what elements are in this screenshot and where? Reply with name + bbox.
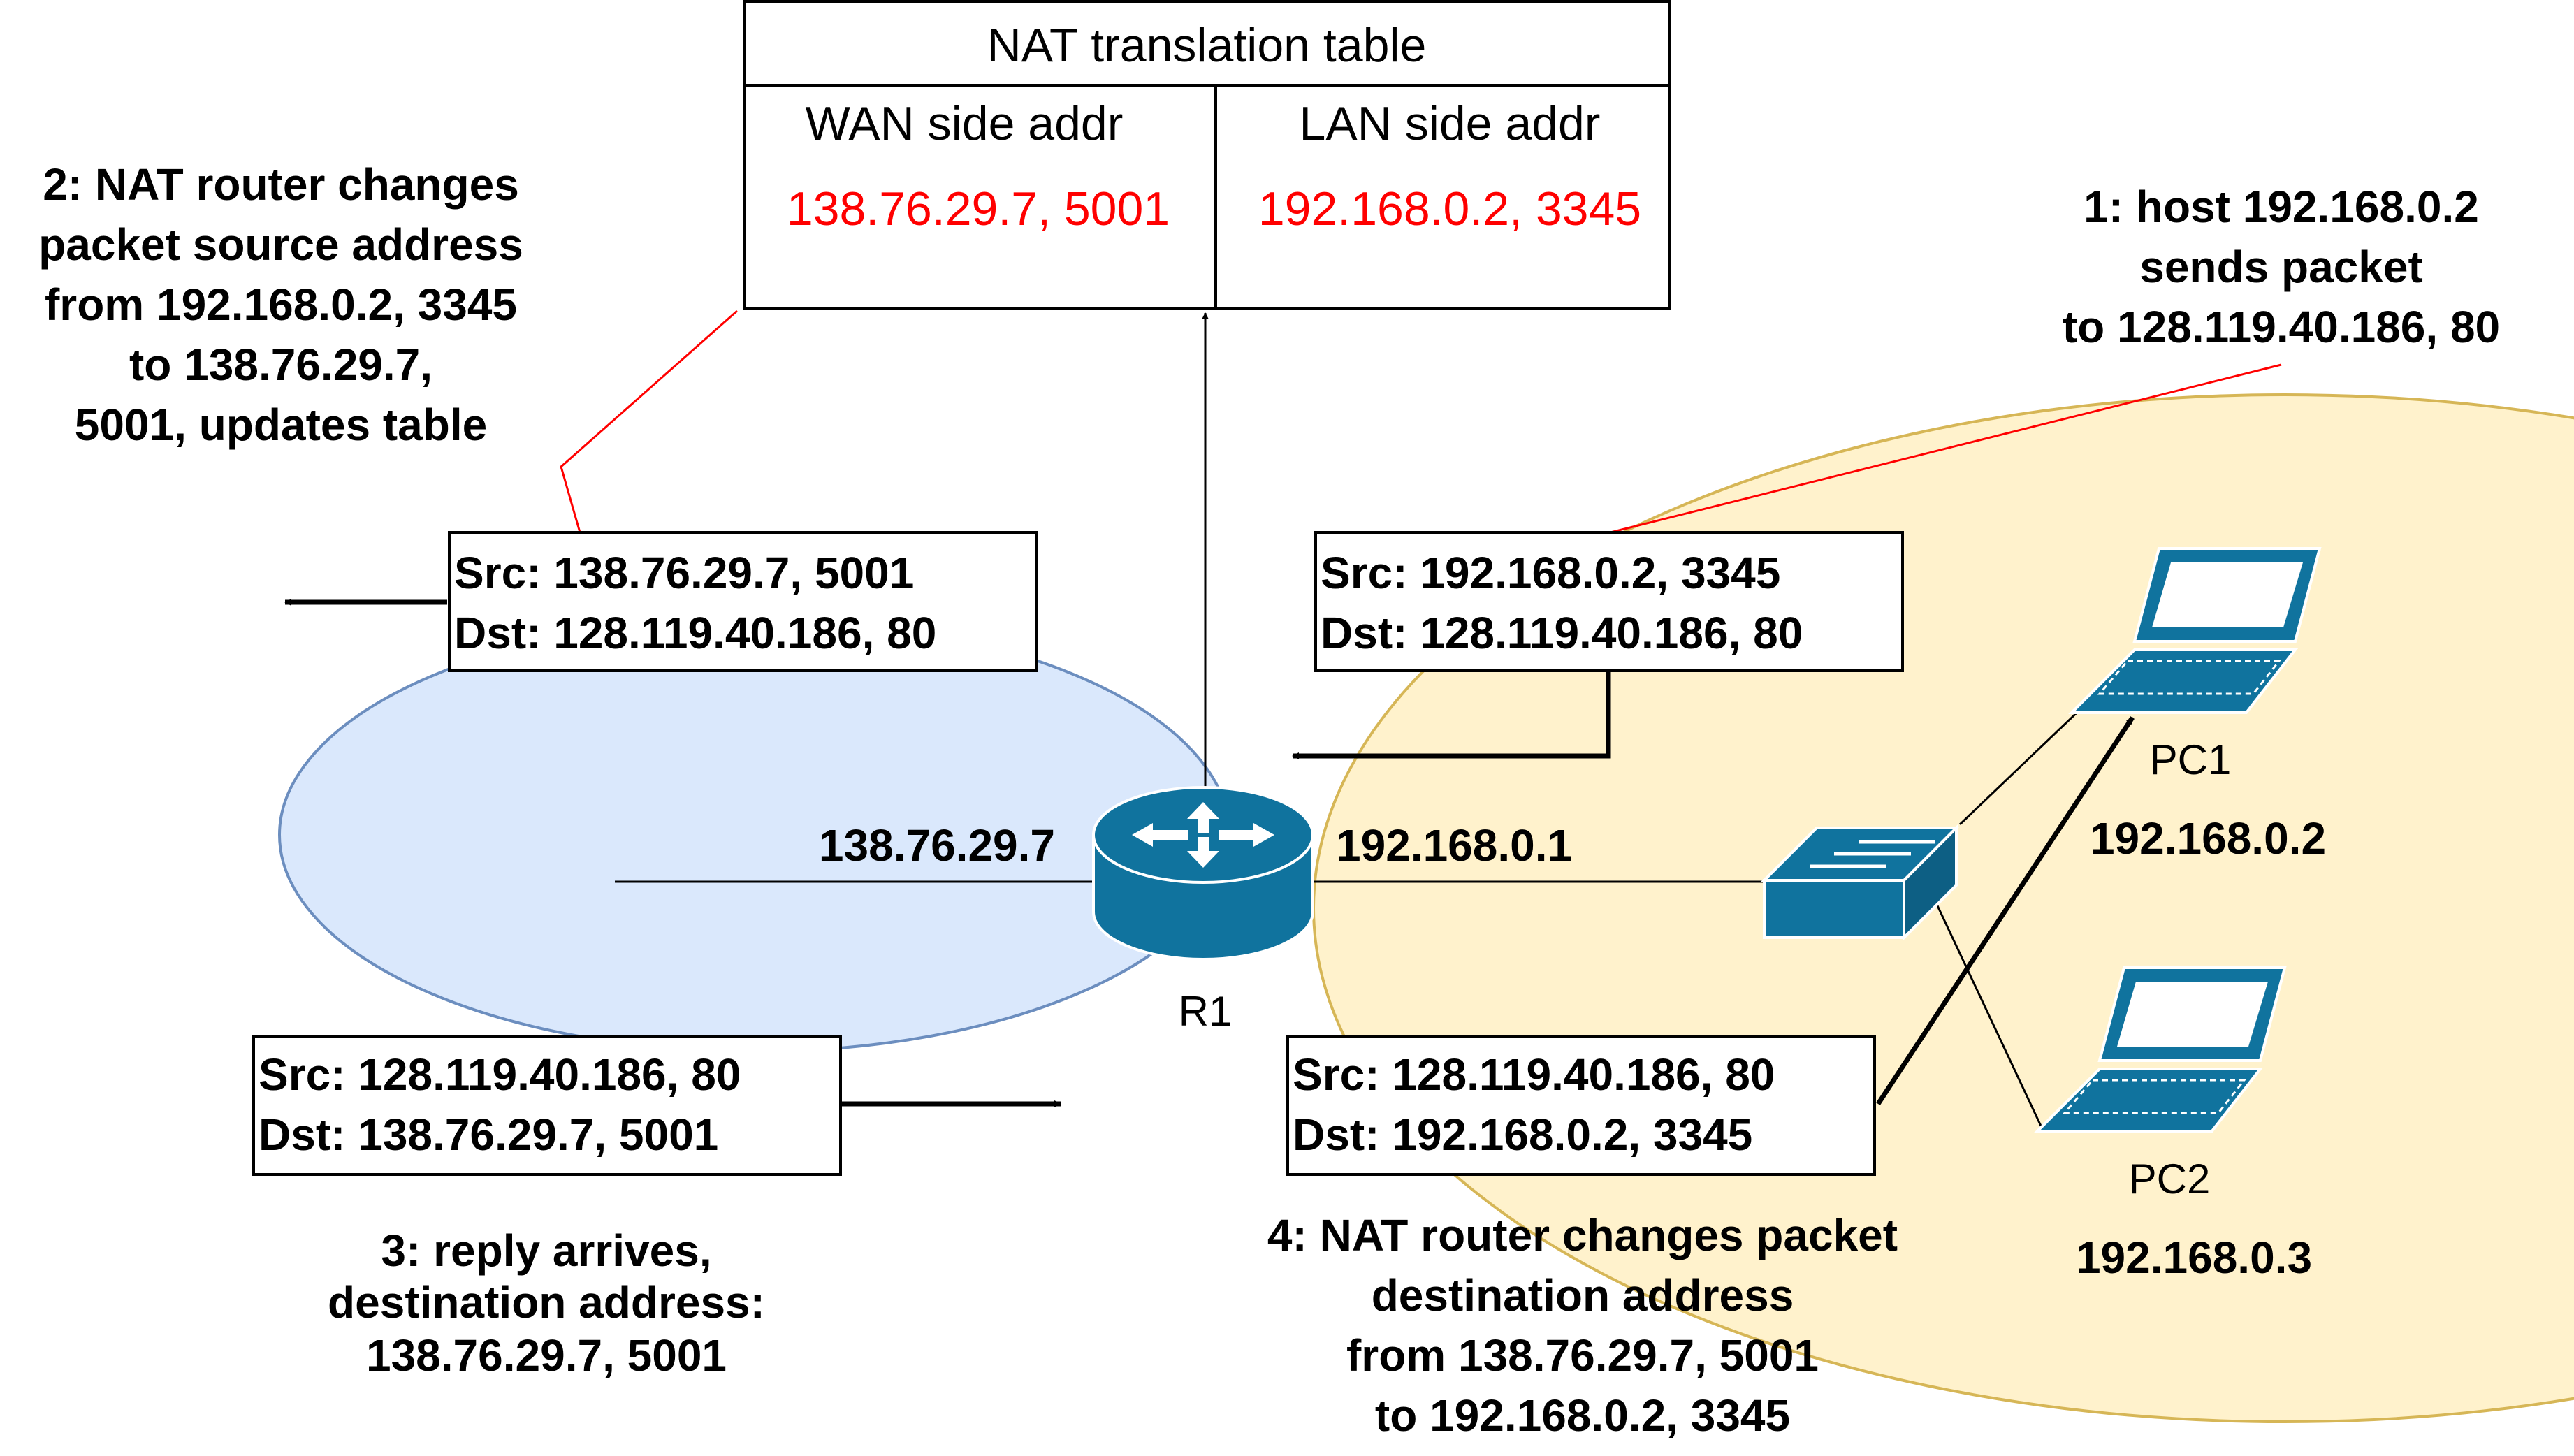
step2-callout-line bbox=[560, 310, 738, 533]
step2-annotation: 2: NAT router changes packet source addr… bbox=[38, 159, 523, 450]
step4-annotation: 4: NAT router changes packet destination… bbox=[1267, 1210, 1898, 1441]
packet-inbound-wan: Src: 128.119.40.186, 80 Dst: 138.76.29.7… bbox=[252, 1035, 842, 1176]
wan-side-header: WAN side addr bbox=[806, 97, 1124, 150]
packet-src: Src: 128.119.40.186, 80 bbox=[259, 1049, 741, 1100]
laptop-icon bbox=[2068, 547, 2322, 714]
nat-table: NAT translation table WAN side addr LAN … bbox=[743, 0, 1671, 310]
annotation-line: 5001, updates table bbox=[75, 400, 487, 450]
packet-outbound-lan: Src: 192.168.0.2, 3345 Dst: 128.119.40.1… bbox=[1314, 531, 1904, 672]
pc2-ip: 192.168.0.3 bbox=[2076, 1232, 2312, 1283]
router-lan-ip: 192.168.0.1 bbox=[1336, 820, 1572, 871]
annotation-line: to 192.168.0.2, 3345 bbox=[1375, 1390, 1790, 1441]
annotation-line: 138.76.29.7, 5001 bbox=[366, 1330, 727, 1381]
step1-annotation: 1: host 192.168.0.2 sends packet to 128.… bbox=[2063, 182, 2500, 352]
wan-cloud bbox=[278, 617, 1231, 1053]
packet-src: Src: 138.76.29.7, 5001 bbox=[454, 548, 914, 598]
annotation-line: destination address bbox=[1372, 1270, 1794, 1320]
packet-outbound-wan: Src: 138.76.29.7, 5001 Dst: 128.119.40.1… bbox=[448, 531, 1038, 672]
annotation-line: sends packet bbox=[2139, 242, 2423, 292]
annotation-line: to 138.76.29.7, bbox=[129, 340, 432, 390]
packet-src: Src: 192.168.0.2, 3345 bbox=[1321, 548, 1780, 598]
annotation-line: 2: NAT router changes bbox=[43, 159, 519, 210]
packet-dst: Dst: 128.119.40.186, 80 bbox=[454, 608, 936, 658]
lan-side-value: 192.168.0.2, 3345 bbox=[1258, 182, 1641, 235]
annotation-line: from 192.168.0.2, 3345 bbox=[45, 279, 517, 330]
annotation-line: from 138.76.29.7, 5001 bbox=[1346, 1330, 1819, 1381]
switch-pc1-link bbox=[1958, 703, 2087, 826]
pc2-name: PC2 bbox=[2129, 1156, 2211, 1202]
step1-callout-line bbox=[1610, 363, 2282, 534]
annotation-line: destination address: bbox=[328, 1277, 765, 1327]
annotation-line: 1: host 192.168.0.2 bbox=[2084, 182, 2479, 232]
router-name: R1 bbox=[1179, 988, 1233, 1035]
packet-dst: Dst: 138.76.29.7, 5001 bbox=[259, 1109, 718, 1160]
outbound-lan-arrow bbox=[1292, 671, 1611, 759]
pc1-ip: 192.168.0.2 bbox=[2090, 813, 2326, 864]
annotation-line: packet source address bbox=[38, 219, 523, 270]
step3-annotation: 3: reply arrives, destination address: 1… bbox=[328, 1225, 765, 1381]
lan-side-header: LAN side addr bbox=[1300, 97, 1601, 150]
packet-dst: Dst: 128.119.40.186, 80 bbox=[1321, 608, 1803, 658]
packet-dst: Dst: 192.168.0.2, 3345 bbox=[1293, 1109, 1752, 1160]
router-icon bbox=[1092, 786, 1314, 961]
switch-icon bbox=[1761, 824, 1960, 941]
packet-inbound-lan: Src: 128.119.40.186, 80 Dst: 192.168.0.2… bbox=[1286, 1035, 1876, 1176]
laptop-icon bbox=[2033, 966, 2287, 1133]
nat-table-title: NAT translation table bbox=[987, 19, 1427, 72]
annotation-line: to 128.119.40.186, 80 bbox=[2063, 302, 2500, 352]
annotation-line: 3: reply arrives, bbox=[381, 1225, 711, 1276]
annotation-line: 4: NAT router changes packet bbox=[1267, 1210, 1898, 1260]
packet-src: Src: 128.119.40.186, 80 bbox=[1293, 1049, 1775, 1100]
router-wan-ip: 138.76.29.7 bbox=[819, 820, 1055, 871]
wan-side-value: 138.76.29.7, 5001 bbox=[787, 182, 1170, 235]
switch-pc2-link bbox=[1934, 901, 2045, 1133]
inbound-lan-arrow bbox=[1876, 716, 2135, 1105]
pc1-name: PC1 bbox=[2150, 736, 2232, 783]
